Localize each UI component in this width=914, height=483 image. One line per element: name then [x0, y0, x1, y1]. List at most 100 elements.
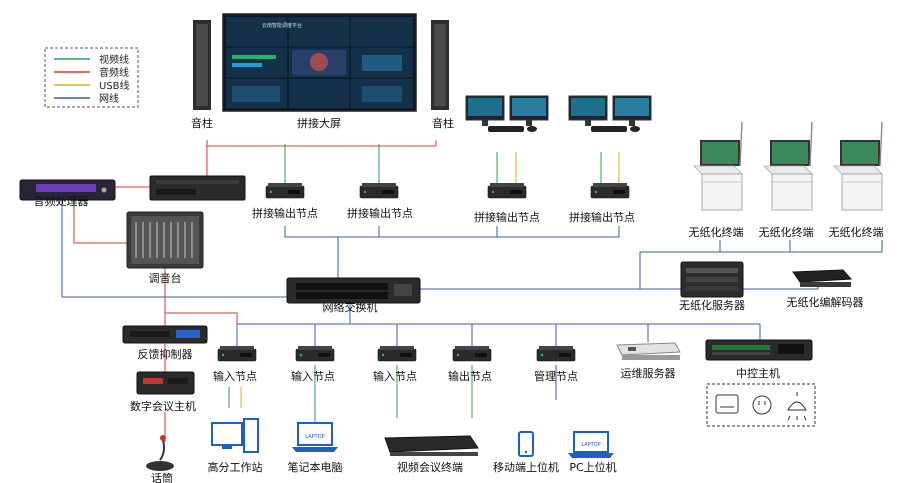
label-mobile-client: 移动端上位机 [493, 460, 559, 474]
legend-label-usb: USB线 [99, 79, 130, 92]
conference-host-icon [136, 371, 195, 395]
node-device-icon [536, 345, 576, 362]
label-microphone: 话筒 [151, 471, 173, 483]
node-device-icon [487, 182, 527, 199]
input-node-3: 输入节点 [373, 345, 417, 383]
node-device-icon [590, 182, 630, 199]
central-control-host: 中控主机 [705, 339, 813, 380]
network-switch: 网络交换机 [286, 277, 421, 314]
splice-output-node-3: 拼接输出节点 [474, 182, 540, 224]
mixer: 调音台 [126, 211, 204, 285]
label-splice-node-4: 拼接输出节点 [569, 210, 635, 224]
splice-output-node-1: 拼接输出节点 [252, 182, 318, 220]
label-input-node-3: 输入节点 [373, 369, 417, 383]
input-node-1: 输入节点 [213, 345, 257, 383]
output-node: 输出节点 [448, 345, 492, 383]
label-speaker-left: 音柱 [191, 116, 213, 130]
paperless-terminal-icon [833, 121, 883, 211]
dual-monitor-icon [568, 95, 652, 133]
mobile-phone-icon [518, 431, 534, 457]
pc-client: LAPTOP PC上位机 [568, 431, 617, 474]
monitor-workstation-2 [568, 95, 652, 133]
paperless-terminal-1: 无纸化终端 [689, 121, 744, 239]
label-paperless-terminal-2: 无纸化终端 [759, 225, 814, 239]
video-wall: 云南智能调度平台 拼接大屏 [222, 13, 417, 130]
label-ops-server: 运维服务器 [621, 367, 676, 380]
paperless-terminal-3: 无纸化终端 [829, 121, 884, 239]
label-laptop: 笔记本电脑 [288, 460, 343, 474]
paperless-terminal-2: 无纸化终端 [759, 121, 814, 239]
microphone: 话筒 [146, 435, 174, 483]
label-pc-client: PC上位机 [569, 460, 616, 474]
label-splice-node-2: 拼接输出节点 [347, 206, 413, 220]
label-conference-host: 数字会议主机 [130, 399, 196, 413]
monitor-workstation-1 [465, 95, 549, 133]
feedback-suppressor: 反馈抑制器 [122, 325, 208, 361]
label-splice-node-3: 拼接输出节点 [474, 210, 540, 224]
laptop-screen-label: LAPTOP [305, 434, 324, 440]
paperless-server: 无纸化服务器 [679, 261, 745, 312]
label-paperless-codec: 无纸化编解码器 [787, 295, 864, 309]
label-management-node: 管理节点 [534, 369, 578, 383]
paperless-terminal-icon [763, 121, 813, 211]
mobile-client: 移动端上位机 [493, 431, 559, 474]
node-device-icon [295, 345, 335, 362]
paperless-terminal-icon [693, 121, 743, 211]
controlled-devices-frame [706, 383, 816, 427]
workstation-monitor-icon [211, 422, 243, 446]
power-amplifier-icon [149, 175, 246, 201]
node-device-icon [377, 345, 417, 362]
input-node-2: 输入节点 [291, 345, 335, 383]
label-video-wall: 拼接大屏 [297, 116, 341, 130]
laptop: LAPTOP 笔记本电脑 [288, 422, 343, 474]
dual-monitor-icon [465, 95, 549, 133]
splice-output-node-4: 拼接输出节点 [569, 182, 635, 224]
node-device-icon [265, 182, 305, 199]
label-paperless-terminal-1: 无纸化终端 [689, 225, 744, 239]
label-paperless-terminal-3: 无纸化终端 [829, 225, 884, 239]
management-node: 管理节点 [534, 345, 578, 383]
label-input-node-1: 输入节点 [213, 369, 257, 383]
label-audio-processor: 音频处理器 [34, 194, 89, 208]
label-mixer: 调音台 [149, 271, 182, 285]
power-socket-icon [752, 395, 772, 415]
audio-processor: 音频处理器 [19, 179, 116, 208]
legend-label-network: 网线 [99, 92, 119, 105]
speaker-left: 音柱 [191, 20, 213, 130]
controlled-devices-group [706, 383, 816, 427]
speaker-right: 音柱 [431, 20, 454, 130]
label-feedback-suppressor: 反馈抑制器 [138, 347, 193, 361]
legend-label-audio: 音频线 [99, 66, 129, 79]
ceiling-light-icon [787, 401, 807, 411]
pc-laptop-icon [573, 431, 609, 453]
video-wall-screen-title: 云南智能调度平台 [262, 22, 302, 29]
label-workstation: 高分工作站 [208, 460, 263, 474]
node-device-icon [452, 345, 492, 362]
label-video-conf-terminal: 视频会议终端 [397, 460, 463, 474]
ops-server: 运维服务器 [616, 342, 681, 380]
codec-box-icon [792, 269, 853, 283]
legend-label-video: 视频线 [99, 53, 129, 66]
label-speaker-right: 音柱 [432, 116, 454, 130]
air-conditioner-icon [715, 394, 739, 414]
video-conference-terminal-icon [384, 435, 479, 453]
label-central-control: 中控主机 [736, 366, 780, 380]
label-input-node-2: 输入节点 [291, 369, 335, 383]
rack-server-icon [616, 342, 681, 356]
microphone-icon [159, 439, 165, 461]
legend-frame [44, 47, 139, 108]
label-output-node: 输出节点 [448, 369, 492, 383]
pc-screen-label: LAPTOP [581, 442, 600, 448]
paperless-codec: 无纸化编解码器 [787, 269, 864, 309]
label-paperless-server: 无纸化服务器 [679, 298, 745, 312]
laptop-icon [297, 422, 333, 446]
splice-output-node-2: 拼接输出节点 [347, 182, 413, 220]
node-device-icon [217, 345, 257, 362]
label-network-switch: 网络交换机 [323, 300, 378, 314]
power-amplifier [149, 175, 246, 201]
legend: 视频线 音频线 USB线 网线 [44, 47, 139, 108]
label-splice-node-1: 拼接输出节点 [252, 206, 318, 220]
node-device-icon [359, 182, 399, 199]
